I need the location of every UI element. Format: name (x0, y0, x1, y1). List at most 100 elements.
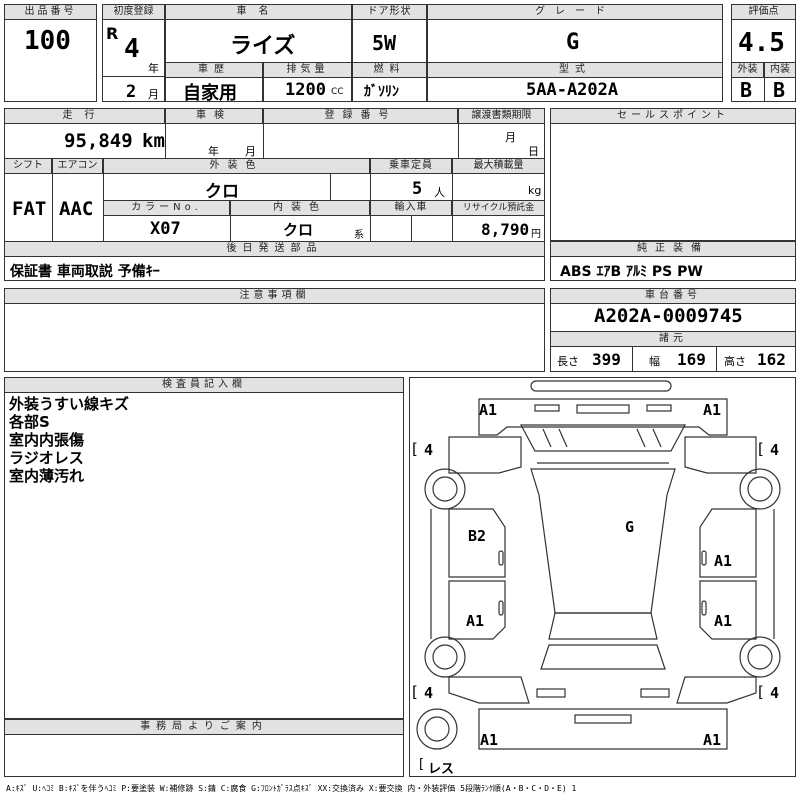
capacity-label: 乗車定員 (370, 158, 452, 174)
inspector-line: 室内薄汚れ (9, 467, 85, 485)
inspection-label: 車検 (165, 108, 263, 124)
shift-label: シフト (4, 158, 52, 174)
score-label: 評価点 (731, 4, 796, 20)
office-label: 事務局よりご案内 (4, 719, 404, 735)
lot-number-value: 100 (24, 26, 71, 56)
fuel-value: ｶﾞｿﾘﾝ (364, 84, 399, 100)
exterior-color-label: 外装色 (103, 158, 370, 174)
specs-split-1 (632, 347, 633, 372)
max-load-label: 最大積載量 (452, 158, 545, 174)
width-label: 幅 (649, 355, 660, 368)
interior-color-suffix: 系 (354, 230, 364, 241)
damage-mark-right-front-door: A1 (714, 552, 733, 570)
registration-month: 2 (126, 82, 137, 102)
spare-tire-mark: レス (428, 762, 455, 777)
first-registration-label: 初度登録 (102, 4, 165, 20)
damage-mark-rear-left: A1 (480, 731, 499, 749)
inspection-year-unit: 年 (208, 145, 219, 158)
exterior-color-split (330, 174, 331, 200)
chassis-value: A202A-0009745 (594, 305, 743, 327)
ac-value: AAC (59, 198, 94, 220)
displacement-label: 排気量 (263, 62, 352, 78)
registration-year-unit: 年 (148, 62, 159, 75)
mileage-value: 95,849 (64, 130, 133, 152)
later-parts-value: 保証書 車両取説 予備ｷｰ (10, 264, 160, 280)
grade-label: グレード (427, 4, 723, 20)
interior-color-label: 内装色 (230, 200, 370, 216)
sales-points-label: セールスポイント (550, 108, 796, 124)
damage-mark-front-left: A1 (479, 401, 498, 419)
registration-era: R (106, 24, 119, 43)
import-label: 輸入車 (370, 200, 452, 216)
lot-number-box (4, 4, 97, 102)
lot-number-label: 出品番号 (4, 4, 97, 20)
inspection-left-border (165, 124, 166, 158)
spare-open-bracket: [ (419, 757, 425, 772)
length-label: 長さ (557, 355, 579, 368)
length-value: 399 (592, 350, 621, 369)
exterior-score-label: 外装 (731, 62, 764, 78)
specs-split-2 (716, 347, 717, 372)
inspector-line: 室内内張傷 (9, 431, 85, 449)
transfer-month-unit: 月 (505, 131, 516, 144)
max-load-unit: kg (528, 184, 542, 197)
tire-mark-rear-left: 4 (424, 684, 434, 702)
mileage-unit: km (142, 130, 165, 152)
recycle-fee-unit: 円 (531, 229, 541, 240)
car-name-label: 車名 (165, 4, 352, 20)
import-split (411, 216, 412, 241)
color-number-value: X07 (150, 219, 181, 239)
later-parts-label: 後日発送部品 (4, 241, 545, 257)
tire-mark-rear-right: 4 (770, 684, 780, 702)
equipment-value: ABS ｴｱB ｱﾙﾐ PS PW (560, 264, 703, 280)
tire-mark-front-left: 4 (424, 441, 434, 459)
registration-divider (102, 76, 165, 77)
damage-mark-left-rear-door: A1 (466, 612, 485, 630)
displacement-value: 1200 (285, 80, 326, 100)
exterior-score-value: B (740, 78, 753, 102)
displacement-unit: CC (331, 87, 344, 97)
fuel-box (352, 77, 427, 102)
recycle-fee-label: リサイクル預託金 (452, 200, 545, 216)
caution-label: 注意事項欄 (4, 288, 545, 304)
shift-right-border (52, 174, 53, 241)
specs-label: 諸元 (550, 331, 796, 347)
registration-left-border (263, 124, 264, 158)
history-value: 自家用 (183, 83, 237, 104)
inspector-line: 各部S (9, 413, 50, 431)
interior-score-label: 内装 (764, 62, 796, 78)
registration-month-unit: 月 (148, 88, 159, 101)
tire-fr-open-bracket: [ (758, 440, 764, 458)
damage-mark-right-rear-door: A1 (714, 612, 733, 630)
score-value: 4.5 (738, 28, 785, 58)
shift-value: FAT (12, 198, 47, 220)
sales-points-box (550, 108, 796, 241)
history-box (165, 77, 263, 102)
damage-mark-glass: G (625, 518, 635, 536)
transfer-day-unit: 日 (528, 145, 539, 158)
model-label: 型式 (427, 62, 723, 78)
color-number-label: カラーNo. (103, 200, 230, 216)
damage-mark-left-front-door: B2 (468, 527, 487, 545)
registration-number-label: 登録番号 (263, 108, 458, 124)
legend-text: A:ｷｽﾞ U:ﾍｺﾐ B:ｷｽﾞを伴うﾍｺﾐ P:要塗装 W:補修跡 S:錆 … (6, 784, 577, 793)
chassis-label: 車台番号 (550, 288, 796, 304)
inspector-label: 検査員記入欄 (4, 377, 404, 393)
recycle-fee-value: 8,790 (481, 220, 530, 239)
interior-color-value: クロ (283, 221, 314, 239)
model-box (427, 77, 723, 102)
fuel-label: 燃料 (352, 62, 427, 78)
interior-score-value: B (773, 78, 786, 102)
tire-rl-open-bracket: [ (412, 683, 418, 701)
car-name-value: ライズ (230, 34, 296, 59)
inspector-line: ラジオレス (9, 449, 84, 467)
damage-mark-rear-right: A1 (703, 731, 722, 749)
height-value: 162 (757, 350, 786, 369)
transfer-deadline-label: 譲渡書類期限 (458, 108, 545, 124)
registration-year: 4 (124, 34, 140, 64)
history-label: 車歴 (165, 62, 263, 78)
score-divider (764, 78, 765, 102)
capacity-value: 5 (412, 179, 423, 199)
exterior-color-value: クロ (205, 182, 239, 202)
displacement-box (263, 77, 352, 102)
